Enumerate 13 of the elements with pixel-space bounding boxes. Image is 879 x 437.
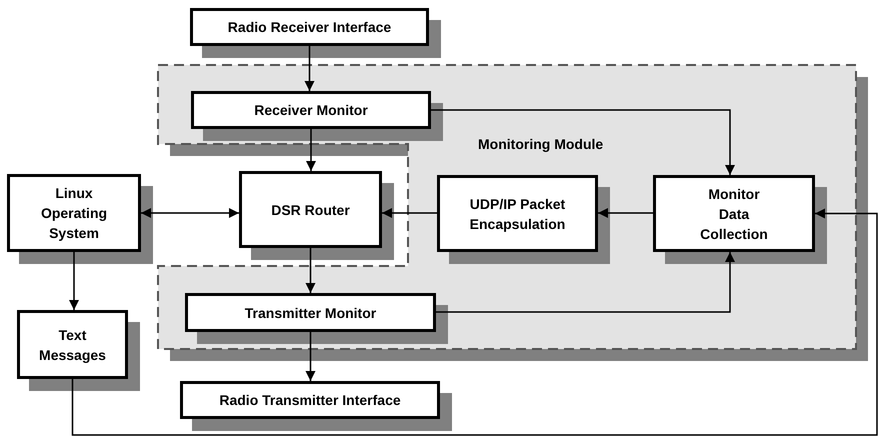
arrow <box>304 46 314 91</box>
arrow <box>306 332 316 381</box>
arrow <box>141 208 239 218</box>
arrow <box>382 208 437 218</box>
arrow <box>72 208 878 436</box>
arrow <box>598 208 653 218</box>
arrow <box>69 252 79 310</box>
module-region <box>157 64 868 361</box>
arrow <box>436 252 735 313</box>
arrow <box>431 109 735 175</box>
arrow <box>306 129 316 171</box>
region-title: Monitoring Module <box>478 135 604 154</box>
arrow <box>306 248 316 293</box>
